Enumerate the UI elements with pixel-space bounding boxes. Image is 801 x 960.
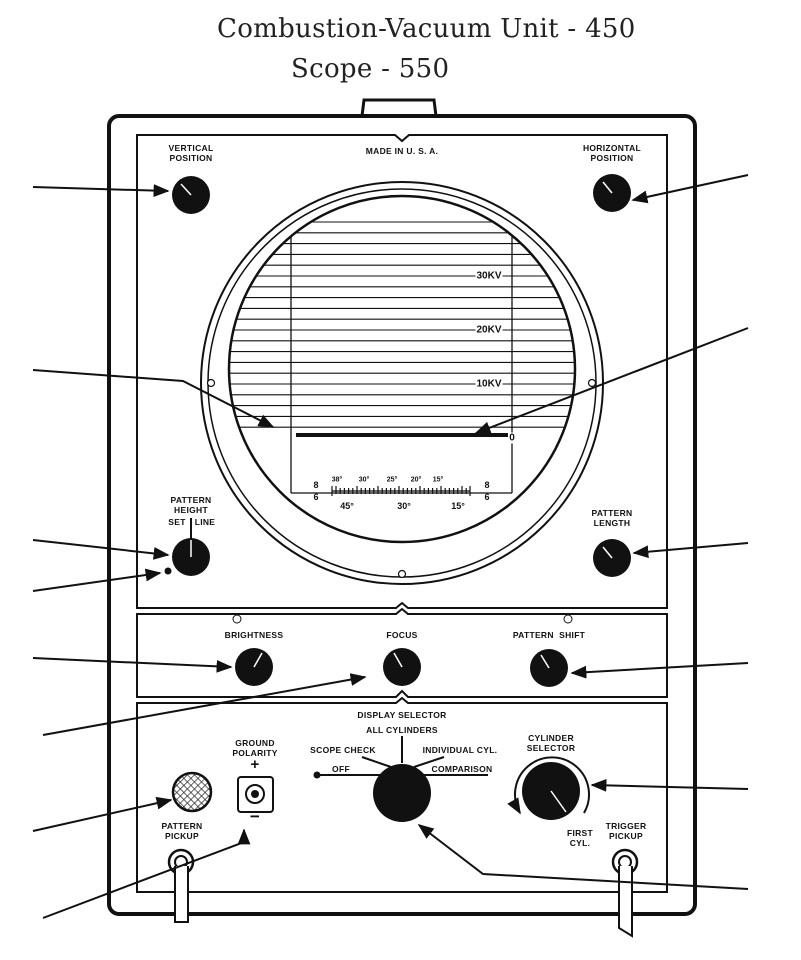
pattern-pickup-mesh [171,771,213,813]
display-selector-label: DISPLAY SELECTOR [357,710,447,720]
lower-degree-label: 30° [397,501,411,511]
diagram-subtitle: Scope - 550 [291,54,450,84]
brightness-indicator [232,614,242,624]
upper-panel [136,134,668,609]
made-in-usa-label: MADE IN U. S. A. [365,146,439,156]
kv-label-30: 30KV [475,270,503,282]
off-label: OFF [332,764,350,774]
polarity-minus-label: − [249,807,261,826]
upper-degree-label: 20° [410,476,422,484]
cyl-right-bottom: 6 [484,492,490,502]
shift-indicator [563,614,573,624]
pattern-pickup-cable [174,866,189,923]
crt-screen [227,194,577,544]
display-selector-knob[interactable] [373,764,431,822]
bezel-screw-right [587,378,597,388]
upper-degree-label: 38° [331,476,343,484]
bezel-screw-bottom [397,569,407,579]
cyl-left-bottom: 6 [313,492,319,502]
kv-label-20: 20KV [475,324,503,336]
scope-check-label: SCOPE CHECK [310,745,376,755]
brightness-label: BRIGHTNESS [224,630,284,640]
diagram-title: Combustion-Vacuum Unit - 450 [217,14,636,44]
cylinder-selector-dial [507,756,590,815]
off-indicator [313,771,321,779]
pattern-shift-label: PATTERN SHIFT [512,630,586,640]
bezel-screw-left [206,378,216,388]
lower-panel [136,696,668,893]
focus-label: FOCUS [386,630,418,640]
upper-degree-label: 15° [432,476,444,484]
all-cylinders-label: ALL CYLINDERS [366,725,438,735]
individual-cyl-label: INDIVIDUAL CYL. [422,745,498,755]
callout-arrows [32,174,749,919]
middle-panel [136,607,668,698]
set-line-adjust[interactable] [164,567,172,575]
upper-degree-label: 30° [358,476,370,484]
degree-scale [331,486,471,496]
set-line-divider [190,518,192,540]
upper-degree-label: 25° [386,476,398,484]
line-label: LINE [194,517,216,527]
kv-label-0: 0 [508,432,516,444]
trigger-pickup-cable [618,866,633,938]
lower-degree-label: 45° [340,501,354,511]
comparison-label: COMPARISON [431,764,493,774]
set-label: SET [168,517,186,527]
polarity-plus-label: + [250,756,260,773]
cyl-right-top: 8 [484,480,490,490]
lower-degree-label: 15° [451,501,465,511]
cyl-left-top: 8 [313,480,319,490]
carry-handle [360,98,438,117]
kv-label-10: 10KV [475,378,503,390]
